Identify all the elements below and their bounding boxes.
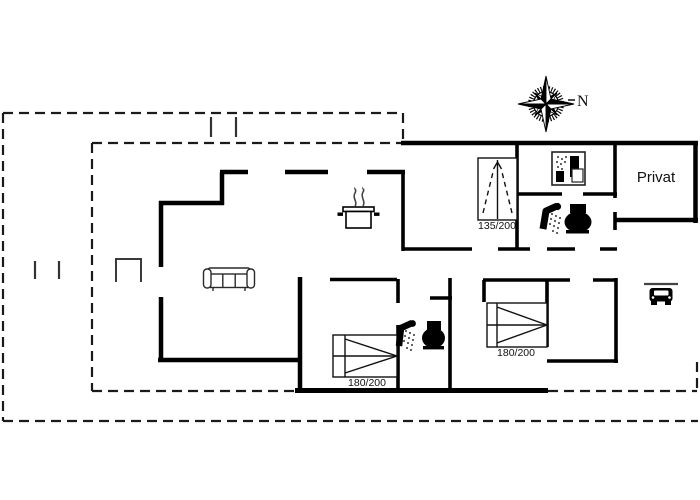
bed-135-icon	[477, 157, 518, 221]
opening-marks	[33, 117, 238, 279]
exterior-walls	[158, 140, 698, 393]
north-label: N	[577, 93, 589, 110]
bed-180-middle-size-label: 180/200	[497, 347, 535, 359]
washing-machine-icon	[551, 151, 586, 186]
bed-180-left-icon	[332, 334, 398, 378]
toilet-icon-main-bath	[564, 204, 592, 234]
toilet-icon-second-bath	[422, 321, 445, 350]
garden-furniture-icon	[115, 258, 142, 282]
stove-pot-icon	[337, 187, 380, 229]
sofa-icon	[202, 267, 256, 291]
bed-180-middle-icon	[486, 302, 548, 348]
private-room-label: Privat	[636, 169, 676, 186]
shower-icon-second-bath	[395, 320, 416, 351]
bed-135-size-label: 135/200	[478, 220, 516, 232]
shower-icon-main-bath	[539, 202, 562, 234]
car-icon	[644, 282, 678, 305]
compass-rose-icon	[517, 75, 575, 133]
bed-180-left-size-label: 180/200	[348, 377, 386, 389]
terrace-dashed-outline	[1, 111, 699, 423]
